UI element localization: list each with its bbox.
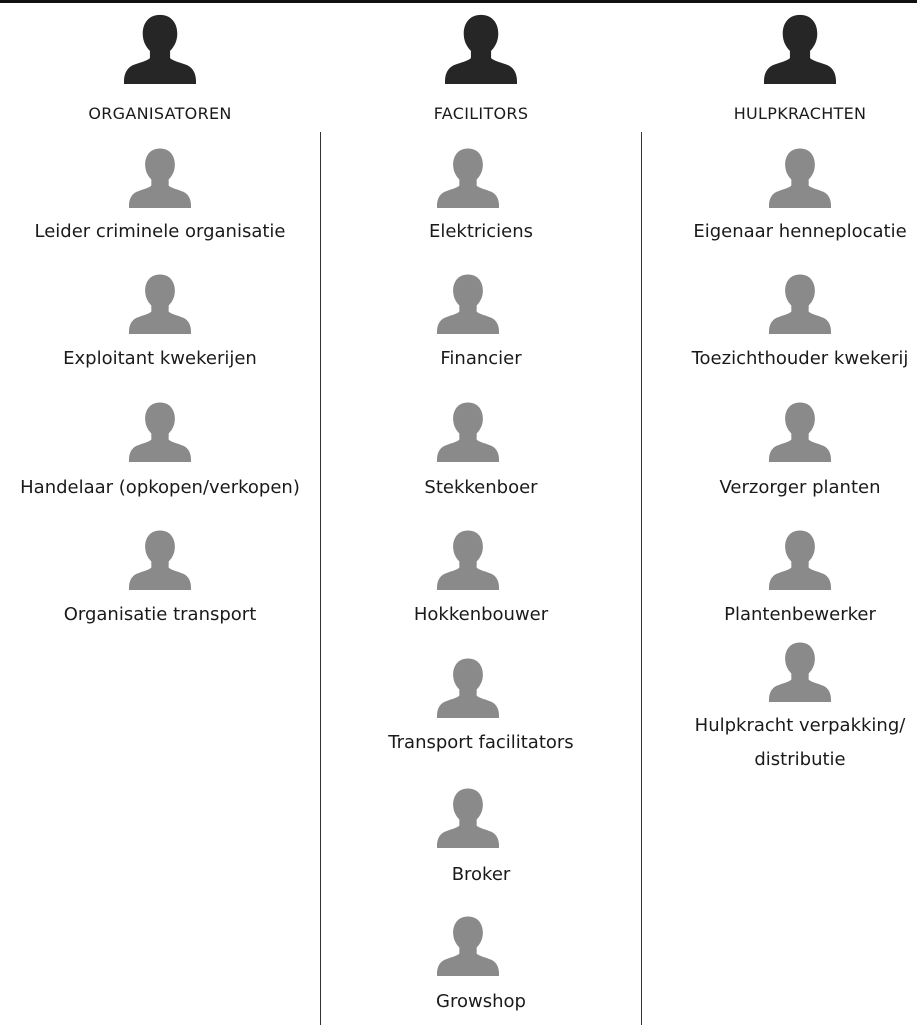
- role-label: Leider criminele organisatie: [34, 221, 286, 242]
- person-icon: [129, 402, 191, 462]
- person-icon: [129, 274, 191, 334]
- role-label: Elektriciens: [428, 221, 534, 242]
- top-rule: [0, 0, 917, 3]
- person-icon: [437, 530, 499, 590]
- role-label: Hulpkracht verpakking/: [694, 715, 906, 736]
- role-label: Eigenaar henneplocatie: [693, 221, 907, 242]
- person-icon: [129, 148, 191, 208]
- column-heading: HULPKRACHTEN: [733, 104, 867, 123]
- person-icon: [437, 148, 499, 208]
- column-heading: ORGANISATOREN: [88, 104, 232, 123]
- person-icon: [445, 14, 517, 84]
- role-label: Handelaar (opkopen/verkopen): [20, 477, 300, 498]
- role-label: Hokkenbouwer: [413, 604, 549, 625]
- role-label: Exploitant kwekerijen: [63, 348, 257, 369]
- person-icon: [437, 916, 499, 976]
- role-label: Stekkenboer: [424, 477, 538, 498]
- person-icon: [124, 14, 196, 84]
- person-icon: [769, 148, 831, 208]
- column-divider: [320, 132, 321, 1025]
- role-label: Broker: [451, 864, 511, 885]
- person-icon: [437, 274, 499, 334]
- person-icon: [769, 402, 831, 462]
- person-icon: [437, 402, 499, 462]
- role-label: Growshop: [436, 991, 526, 1012]
- role-label: Plantenbewerker: [724, 604, 876, 625]
- role-label: Transport facilitators: [388, 732, 574, 753]
- person-icon: [764, 14, 836, 84]
- role-label: Toezichthouder kwekerij: [691, 348, 909, 369]
- person-icon: [769, 530, 831, 590]
- person-icon: [769, 274, 831, 334]
- role-label: Financier: [440, 348, 522, 369]
- person-icon: [769, 642, 831, 702]
- role-label-line2: distributie: [754, 749, 846, 770]
- role-label: Verzorger planten: [719, 477, 881, 498]
- column-heading: FACILITORS: [433, 104, 529, 123]
- person-icon: [437, 788, 499, 848]
- role-label: Organisatie transport: [63, 604, 257, 625]
- column-divider: [641, 132, 642, 1025]
- person-icon: [129, 530, 191, 590]
- person-icon: [437, 658, 499, 718]
